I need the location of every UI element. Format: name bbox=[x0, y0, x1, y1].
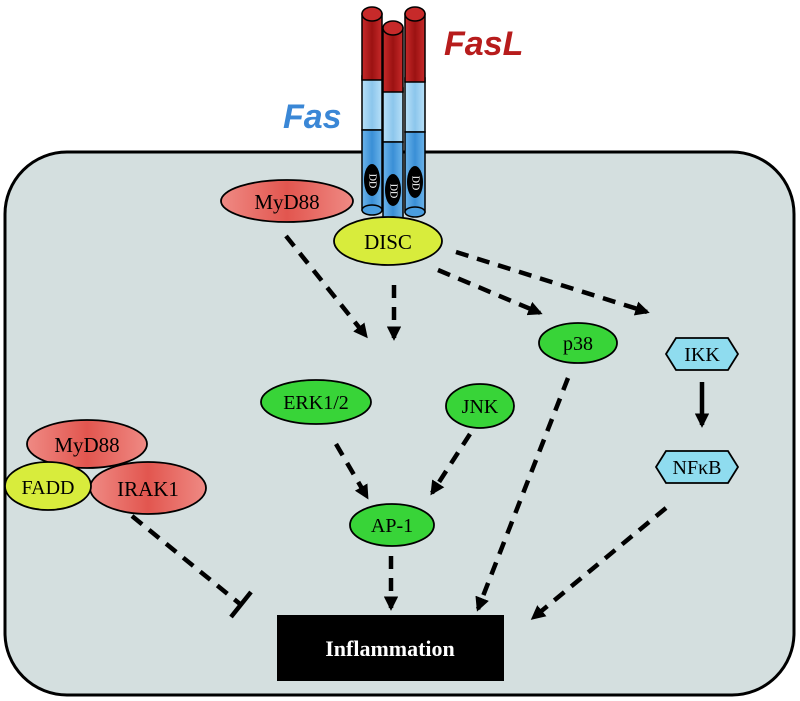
inflammation-label: Inflammation bbox=[325, 636, 455, 661]
fas-label: Fas bbox=[283, 98, 342, 136]
node-ap1: AP-1 bbox=[349, 503, 435, 547]
arrow-nfkb-to-inflammation bbox=[530, 506, 668, 620]
inhibition-line bbox=[130, 514, 242, 606]
arrow-disc-to-p38 bbox=[437, 267, 543, 316]
node-irak1: IRAK1 bbox=[89, 461, 207, 515]
svg-text:MyD88: MyD88 bbox=[254, 190, 319, 214]
fasl-label: FasL bbox=[444, 25, 523, 63]
node-ikk: IKK bbox=[664, 337, 740, 371]
svg-text:NFκB: NFκB bbox=[673, 457, 722, 479]
node-erk: ERK1/2 bbox=[260, 379, 372, 425]
arrow-disc-to-ikk bbox=[455, 249, 650, 316]
node-p38: p38 bbox=[538, 322, 618, 364]
svg-text:MyD88: MyD88 bbox=[54, 433, 119, 457]
svg-text:JNK: JNK bbox=[462, 396, 499, 418]
node-myd88-top: MyD88 bbox=[220, 179, 354, 223]
node-disc: DISC bbox=[333, 216, 443, 266]
svg-text:IKK: IKK bbox=[684, 344, 720, 366]
arrow-jnk-to-ap1 bbox=[430, 432, 472, 496]
inhibition-bar bbox=[229, 590, 253, 619]
node-fadd: FADD bbox=[4, 461, 92, 511]
dd-label-left: DD bbox=[367, 174, 378, 188]
fas-receptor-complex: DD DD DD bbox=[361, 6, 426, 228]
dd-label-middle: DD bbox=[388, 184, 399, 198]
death-domains: DD DD DD bbox=[364, 164, 423, 206]
inflammation-box: Inflammation bbox=[277, 615, 504, 681]
dd-label-right: DD bbox=[410, 176, 421, 190]
svg-text:DISC: DISC bbox=[364, 230, 412, 254]
inhibitory-complex: MyD88 IRAK1 FADD bbox=[4, 419, 207, 515]
svg-text:FADD: FADD bbox=[22, 477, 75, 499]
svg-text:ERK1/2: ERK1/2 bbox=[283, 392, 349, 414]
arrow-erk-to-ap1 bbox=[334, 442, 369, 500]
svg-text:AP-1: AP-1 bbox=[371, 515, 413, 537]
node-nfkb: NFκB bbox=[654, 450, 740, 484]
pathway-arrows bbox=[130, 234, 710, 620]
node-myd88-complex: MyD88 bbox=[26, 419, 148, 469]
svg-text:IRAK1: IRAK1 bbox=[117, 477, 179, 501]
arrow-p38-to-inflammation bbox=[475, 377, 571, 612]
svg-text:p38: p38 bbox=[563, 333, 593, 355]
node-jnk: JNK bbox=[445, 383, 515, 429]
